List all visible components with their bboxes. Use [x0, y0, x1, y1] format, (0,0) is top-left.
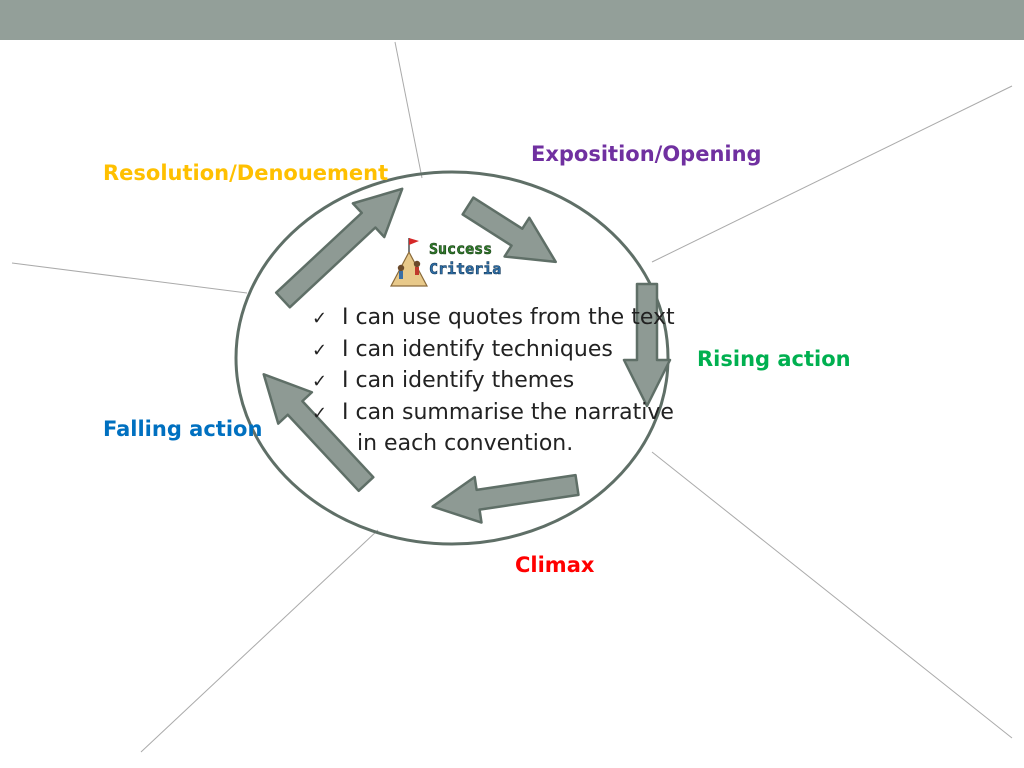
cycle-arrows: [262, 187, 672, 524]
stage-label-resolution: Resolution/Denouement: [103, 161, 389, 185]
checkmark-icon: ✓: [312, 308, 328, 329]
guide-line-lower-right: [651, 451, 1013, 739]
arrow-exposition-to-rising: [461, 196, 557, 264]
guide-line-upper-right: [651, 85, 1013, 263]
criteria-item-text: I can summarise the narrative: [342, 399, 674, 425]
success-criteria-list: ✓ I can use quotes from the text ✓ I can i…: [312, 303, 675, 460]
checkmark-icon: ✓: [312, 371, 328, 392]
arrow-falling-to-resolution: [262, 373, 375, 493]
criteria-item-text: I can identify themes: [342, 368, 575, 393]
stage-label-rising-action: Rising action: [697, 347, 851, 371]
criteria-item-continuation: in each convention.: [357, 431, 574, 456]
guide-line-lower-left: [140, 529, 379, 753]
stage-label-exposition: Exposition/Opening: [531, 142, 762, 166]
criteria-item: ✓ I can summarise the narrative in each c…: [312, 398, 675, 460]
guide-line-top: [394, 41, 423, 179]
criteria-item-text: I can identify techniques: [342, 336, 613, 362]
criteria-item-text: I can use quotes from the text: [342, 305, 675, 330]
mountain-climbers-flag-icon: [390, 238, 428, 287]
stage-label-climax: Climax: [515, 553, 595, 577]
arrow-climax-to-falling: [431, 473, 580, 524]
logo-text-success: Success: [429, 240, 493, 259]
header-bar: [0, 0, 1024, 40]
criteria-item: ✓ I can identify themes: [312, 366, 675, 398]
guide-line-left: [11, 262, 248, 294]
checkmark-icon: ✓: [312, 339, 328, 361]
cycle-circle: [234, 170, 670, 546]
checkmark-icon: ✓: [312, 402, 328, 424]
logo-text-criteria: Criteria: [429, 260, 502, 279]
guide-lines: [11, 41, 1013, 753]
criteria-item: ✓ I can identify techniques: [312, 335, 675, 367]
arrow-resolution-to-exposition: [274, 187, 404, 309]
criteria-item: ✓ I can use quotes from the text: [312, 303, 675, 335]
arrow-rising-to-climax: [622, 282, 672, 408]
stage-label-falling-action: Falling action: [103, 417, 263, 441]
success-criteria-logo: Success Criteria: [389, 238, 507, 288]
